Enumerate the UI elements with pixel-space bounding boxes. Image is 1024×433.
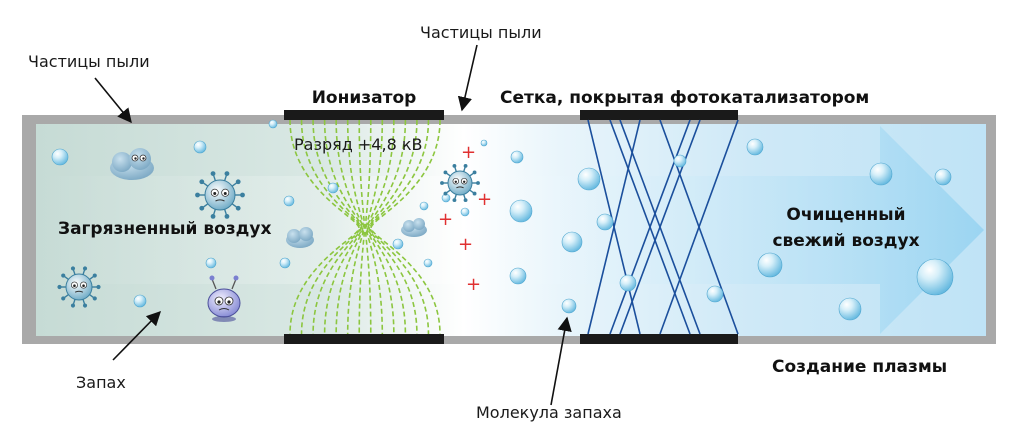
molecule-bubble-icon	[916, 258, 954, 296]
mesh-line	[619, 119, 701, 335]
dust-cloud-icon	[401, 218, 427, 237]
mesh-lines	[587, 119, 739, 335]
field-line	[367, 119, 407, 335]
molecule-bubble-icon	[746, 138, 764, 156]
molecule-bubble-icon	[673, 154, 687, 168]
plus-ion: +	[466, 274, 481, 295]
arrow-icon	[550, 316, 572, 406]
label-polluted-air: Загрязненный воздух	[58, 219, 271, 239]
molecule-bubble-icon	[133, 294, 147, 308]
ionizer-top-plate	[284, 110, 444, 120]
ionizer-bottom-plate	[284, 334, 444, 344]
molecule-bubble-icon	[419, 201, 429, 211]
field-line	[365, 119, 384, 335]
field-line	[368, 119, 418, 335]
molecule-bubble-icon	[577, 167, 601, 191]
contaminants	[57, 163, 480, 308]
molecule-bubble-icon	[205, 257, 217, 269]
label-odor-molecule: Молекула запаха	[476, 403, 622, 422]
field-line	[370, 119, 441, 335]
molecule-bubble-icon	[193, 140, 207, 154]
molecule-bubble-icon	[596, 213, 614, 231]
molecule-bubble-icon	[706, 285, 724, 303]
field-line	[312, 119, 362, 335]
dust-cloud-icon	[110, 148, 154, 180]
field-line	[358, 119, 366, 335]
molecule-bubble-icon	[423, 258, 433, 268]
field-line	[323, 119, 363, 335]
field-line	[364, 119, 372, 335]
positive-ions: + + + + +	[438, 142, 492, 295]
molecule-bubble-icon	[268, 119, 278, 129]
molecule-bubble-icon	[480, 139, 488, 147]
label-clean-air-line1: Очищенный	[786, 205, 905, 225]
molecule-bubble-icon	[869, 162, 893, 186]
plus-ion: +	[438, 209, 453, 230]
molecule-bubbles	[51, 119, 954, 321]
plus-ion: +	[477, 189, 492, 210]
molecule-bubble-icon	[561, 231, 583, 253]
labels: Частицы пыли Частицы пыли Ионизатор Сетк…	[28, 23, 947, 422]
molecule-bubble-icon	[561, 298, 577, 314]
odor-particle-icon	[207, 275, 241, 322]
virus-icon	[57, 266, 101, 308]
air-channel	[22, 115, 996, 344]
pointer-arrows	[94, 44, 572, 406]
virus-icon	[440, 163, 480, 203]
plus-ion: +	[458, 234, 473, 255]
molecule-bubble-icon	[327, 182, 339, 194]
label-discharge: Разряд +4,8 кВ	[294, 135, 422, 154]
plus-ion: +	[461, 142, 476, 163]
virus-icon	[195, 171, 245, 219]
molecule-bubble-icon	[460, 207, 470, 217]
mesh-line	[659, 119, 739, 335]
mesh-top-plate	[580, 110, 738, 120]
label-mesh: Сетка, покрытая фотокатализатором	[500, 88, 869, 108]
molecule-bubble-icon	[509, 267, 527, 285]
label-odor: Запах	[76, 373, 126, 392]
ionizer-plates	[284, 110, 444, 344]
molecule-bubble-icon	[510, 150, 524, 164]
arrow-icon	[112, 310, 162, 361]
molecule-bubble-icon	[279, 257, 291, 269]
dust-clouds	[110, 148, 427, 248]
arrow-icon	[94, 77, 132, 124]
molecule-bubble-icon	[619, 274, 637, 292]
arrow-icon	[457, 44, 478, 112]
field-line	[366, 119, 395, 335]
label-ionizer: Ионизатор	[312, 88, 417, 108]
field-line	[346, 119, 365, 335]
molecule-bubble-icon	[509, 199, 533, 223]
molecule-bubble-icon	[51, 148, 69, 166]
field-line	[335, 119, 364, 335]
mesh-line	[587, 119, 641, 335]
mesh-bottom-plate	[580, 334, 738, 344]
molecule-bubble-icon	[838, 297, 862, 321]
molecule-bubble-icon	[392, 238, 404, 250]
molecule-bubble-icon	[283, 195, 295, 207]
photocatalyst-mesh	[580, 110, 739, 344]
field-line	[289, 119, 360, 335]
label-plasma: Создание плазмы	[772, 357, 947, 377]
airflow-arrow	[36, 126, 984, 334]
molecule-bubble-icon	[757, 252, 783, 278]
label-clean-air-line2: свежий воздух	[772, 231, 919, 251]
label-dust-particles-top: Частицы пыли	[420, 23, 542, 42]
dust-cloud-icon	[286, 227, 314, 248]
label-dust-particles-left: Частицы пыли	[28, 52, 150, 71]
molecule-bubble-icon	[934, 168, 952, 186]
ionizer-field-lines	[289, 119, 441, 335]
